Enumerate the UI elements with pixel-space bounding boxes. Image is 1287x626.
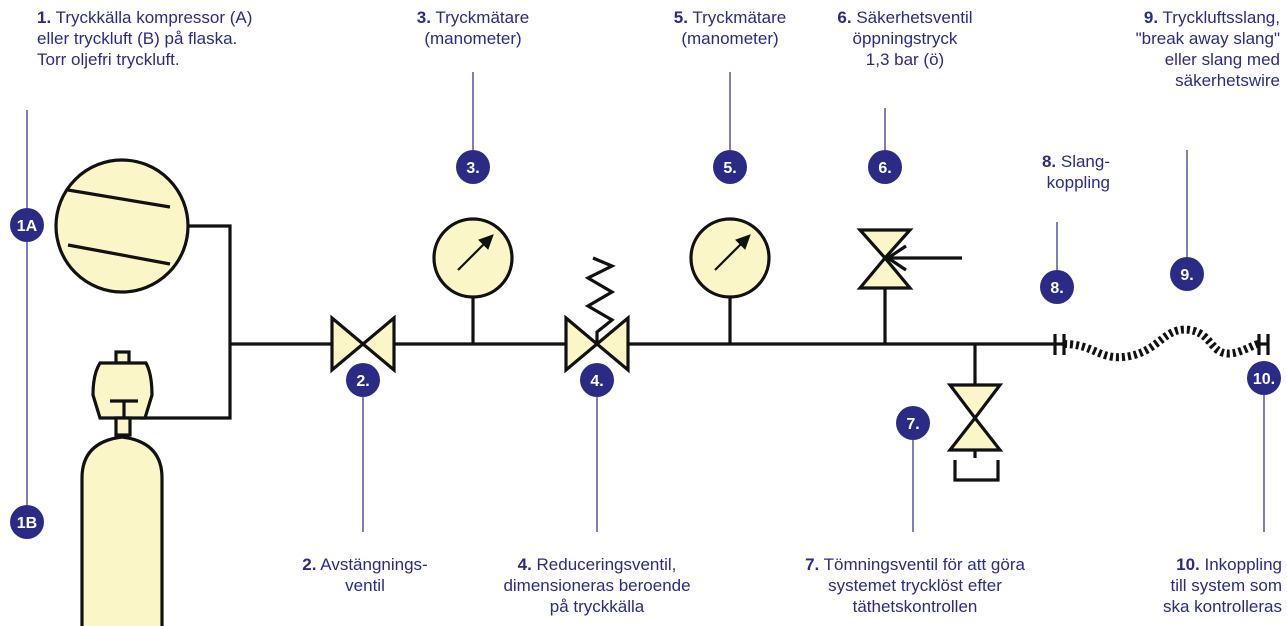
badge-7: 7. bbox=[896, 406, 930, 440]
label-8-line-2: koppling bbox=[1046, 173, 1110, 192]
label-3-number: 3. bbox=[416, 8, 431, 27]
badge-1b: 1B bbox=[10, 505, 44, 539]
label-2-number: 2. bbox=[302, 555, 317, 574]
svg-text:6.: 6. bbox=[878, 160, 891, 177]
label-6-number: 6. bbox=[837, 8, 852, 27]
svg-text:10.: 10. bbox=[1253, 371, 1275, 388]
badge-8: 8. bbox=[1040, 270, 1074, 304]
label-8-hose-coupling: 8. Slang- koppling bbox=[1010, 151, 1110, 193]
label-10-line-2: till system som bbox=[1170, 576, 1282, 595]
label-2-line-2: ventil bbox=[345, 576, 385, 595]
label-5-number: 5. bbox=[673, 8, 688, 27]
compressor-icon bbox=[54, 158, 190, 294]
badge-3: 3. bbox=[456, 150, 490, 184]
label-10-system-connection: 10. Inkoppling till system som ska kontr… bbox=[1100, 554, 1282, 617]
inlet-coupling-icon bbox=[1257, 334, 1270, 355]
svg-text:7.: 7. bbox=[906, 416, 919, 433]
badge-1a: 1A bbox=[10, 208, 44, 242]
pressure-gauge-icon bbox=[432, 217, 514, 299]
label-9-hose: 9. Tryckluftsslang, "break away slang" e… bbox=[1080, 7, 1280, 91]
label-1-line-2: eller tryckluft (B) på flaska. bbox=[37, 29, 238, 48]
badge-4: 4. bbox=[580, 363, 614, 397]
svg-text:4.: 4. bbox=[590, 373, 603, 390]
label-4-number: 4. bbox=[517, 555, 532, 574]
label-4-line-3: på tryckkälla bbox=[549, 597, 645, 616]
label-4-reducing-valve: 4. Reduceringsventil, dimensioneras bero… bbox=[482, 554, 712, 617]
label-9-line-1: Tryckluftsslang, bbox=[1162, 8, 1280, 27]
label-7-drain-valve: 7. Tömningsventil för att göra systemet … bbox=[775, 554, 1055, 617]
label-5-pressure-gauge: 5. Tryckmätare (manometer) bbox=[640, 7, 820, 49]
hose-coupling-icon bbox=[1053, 334, 1066, 355]
label-7-line-2: systemet trycklöst efter bbox=[828, 576, 1002, 595]
badge-10: 10. bbox=[1247, 361, 1281, 395]
label-9-line-3: eller slang med bbox=[1164, 50, 1280, 69]
label-2-shutoff-valve: 2. Avstängnings- ventil bbox=[280, 554, 450, 596]
label-8-line-1: Slang- bbox=[1060, 152, 1110, 171]
svg-text:3.: 3. bbox=[466, 160, 479, 177]
svg-text:5.: 5. bbox=[723, 160, 736, 177]
label-7-line-1: Tömningsventil för att göra bbox=[823, 555, 1025, 574]
svg-text:1B: 1B bbox=[17, 515, 37, 532]
label-10-line-1: Inkoppling bbox=[1204, 555, 1282, 574]
label-9-line-2: "break away slang" bbox=[1135, 29, 1280, 48]
label-3-line-2: (manometer) bbox=[424, 29, 522, 48]
label-1-line-1: Tryckkälla kompressor (A) bbox=[55, 8, 253, 27]
label-9-line-4: säkerhetswire bbox=[1175, 71, 1280, 90]
badge-2: 2. bbox=[346, 363, 380, 397]
label-7-number: 7. bbox=[805, 555, 820, 574]
label-1-pressure-source: 1. Tryckkälla kompressor (A) eller tryck… bbox=[37, 7, 252, 70]
pressure-gauge-icon bbox=[689, 217, 771, 299]
svg-text:8.: 8. bbox=[1050, 280, 1063, 297]
shutoff-valve-icon bbox=[330, 314, 396, 374]
gas-cylinder-icon bbox=[80, 350, 164, 626]
badge-6: 6. bbox=[868, 150, 902, 184]
label-9-number: 9. bbox=[1143, 8, 1159, 27]
svg-text:1A: 1A bbox=[17, 218, 38, 235]
label-5-line-2: (manometer) bbox=[681, 29, 779, 48]
label-7-line-3: täthetskontrollen bbox=[852, 597, 978, 616]
label-5-line-1: Tryckmätare bbox=[692, 8, 787, 27]
badge-9: 9. bbox=[1170, 257, 1204, 291]
badge-5: 5. bbox=[713, 150, 747, 184]
label-6-line-3: 1,3 bar (ö) bbox=[865, 50, 945, 69]
reducing-valve-icon bbox=[564, 256, 630, 374]
svg-text:2.: 2. bbox=[356, 373, 369, 390]
pipe-compressor bbox=[140, 224, 232, 420]
label-6-line-2: öppningstryck bbox=[852, 29, 958, 48]
label-3-pressure-gauge: 3. Tryckmätare (manometer) bbox=[383, 7, 563, 49]
label-6-line-1: Säkerhetsventil bbox=[856, 8, 973, 27]
label-10-line-3: ska kontrolleras bbox=[1162, 597, 1282, 616]
label-6-safety-valve: 6. Säkerhetsventil öppningstryck 1,3 bar… bbox=[835, 7, 975, 70]
label-8-number: 8. bbox=[1041, 152, 1057, 171]
label-10-number: 10. bbox=[1176, 555, 1200, 574]
drain-valve-icon bbox=[946, 383, 1004, 482]
safety-valve-icon bbox=[856, 228, 962, 290]
label-4-line-1: Reduceringsventil, bbox=[536, 555, 677, 574]
label-4-line-2: dimensioneras beroende bbox=[503, 576, 691, 595]
svg-text:9.: 9. bbox=[1180, 267, 1193, 284]
label-1-line-3: Torr oljefri tryckluft. bbox=[37, 50, 180, 69]
label-1-number: 1. bbox=[37, 8, 52, 27]
label-2-line-1: Avstängnings- bbox=[320, 555, 428, 574]
leader-lines bbox=[26, 72, 1265, 532]
label-3-line-1: Tryckmätare bbox=[435, 8, 530, 27]
hose-icon bbox=[1063, 325, 1260, 362]
